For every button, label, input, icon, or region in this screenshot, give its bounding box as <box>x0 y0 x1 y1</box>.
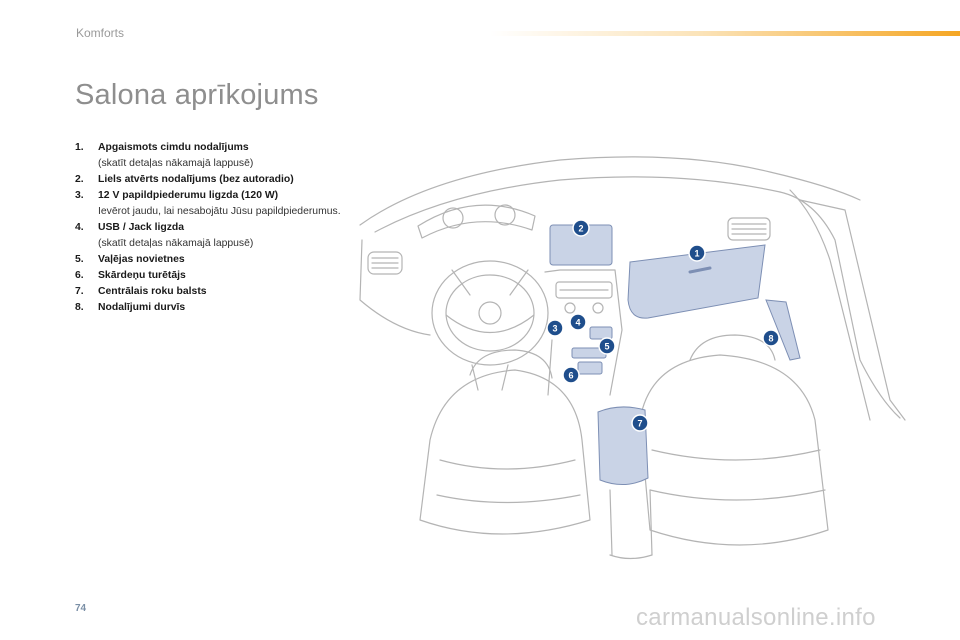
item-label: USB / Jack ligzda <box>98 222 185 233</box>
item-number: 2. <box>75 174 84 185</box>
list-item: 8. Nodalījumi durvīs <box>75 300 360 316</box>
item-number: 3. <box>75 190 84 201</box>
page-title: Salona aprīkojums <box>75 79 319 112</box>
callout-3-label: 3 <box>552 324 557 334</box>
item-label: Skārdeņu turētājs <box>98 270 186 281</box>
callout-5: 5 <box>598 337 616 355</box>
list-item: 5. Vaļējas novietnes <box>75 252 360 268</box>
item-number: 8. <box>75 302 84 313</box>
item-number: 7. <box>75 286 84 297</box>
zone-glovebox <box>627 244 766 319</box>
callout-7: 7 <box>631 414 649 432</box>
item-note: (skatīt detaļas nākamajā lappusē) <box>98 158 254 169</box>
page-number: 74 <box>75 603 87 614</box>
item-number: 5. <box>75 254 84 265</box>
zone-door-pocket <box>765 299 801 361</box>
equipment-list: 1. Apgaismots cimdu nodalījums (skatīt d… <box>75 140 360 316</box>
list-item: 4. USB / Jack ligzda (skatīt detaļas nāk… <box>75 220 360 252</box>
list-item: 2. Liels atvērts nodalījums (bez autorad… <box>75 172 360 188</box>
item-label: 12 V papildpiederumu ligzda (120 W) <box>98 190 279 201</box>
callout-4-label: 4 <box>575 318 580 328</box>
callout-7-label: 7 <box>637 419 642 429</box>
watermark: carmanualsonline.info <box>636 604 876 631</box>
callout-6: 6 <box>562 366 580 384</box>
callout-5-label: 5 <box>604 342 609 352</box>
item-note: (skatīt detaļas nākamajā lappusē) <box>98 238 254 249</box>
callout-6-label: 6 <box>568 371 573 381</box>
zone-usb-socket <box>589 326 613 340</box>
zone-can-holder <box>577 361 603 375</box>
callout-4: 4 <box>569 313 587 331</box>
callout-1: 1 <box>688 244 706 262</box>
callout-1-label: 1 <box>694 249 699 259</box>
list-item: 1. Apgaismots cimdu nodalījums (skatīt d… <box>75 140 360 172</box>
item-label: Apgaismots cimdu nodalījums <box>98 142 249 153</box>
item-number: 6. <box>75 270 84 281</box>
list-item: 7. Centrālais roku balsts <box>75 284 360 300</box>
callout-3: 3 <box>546 319 564 337</box>
item-note: Ievērot jaudu, lai nesabojātu Jūsu papil… <box>98 206 341 217</box>
item-number: 4. <box>75 222 84 233</box>
dashboard-outline <box>359 156 861 226</box>
item-label: Centrālais roku balsts <box>98 286 207 297</box>
item-number: 1. <box>75 142 84 153</box>
list-item: 6. Skārdeņu turētājs <box>75 268 360 284</box>
driver-seat-outline <box>419 369 591 535</box>
accent-bar <box>490 31 960 36</box>
cabin-illustration: 1 2 3 4 5 6 7 8 <box>359 156 906 560</box>
callout-2-label: 2 <box>578 224 583 234</box>
callout-8: 8 <box>762 329 780 347</box>
callout-2: 2 <box>572 219 590 237</box>
list-item: 3. 12 V papildpiederumu ligzda (120 W) I… <box>75 188 360 220</box>
item-label: Nodalījumi durvīs <box>98 302 186 313</box>
callout-8-label: 8 <box>768 334 773 344</box>
section-title: Komforts <box>76 26 125 40</box>
item-label: Vaļējas novietnes <box>98 254 185 265</box>
item-label: Liels atvērts nodalījums (bez autoradio) <box>98 174 294 185</box>
